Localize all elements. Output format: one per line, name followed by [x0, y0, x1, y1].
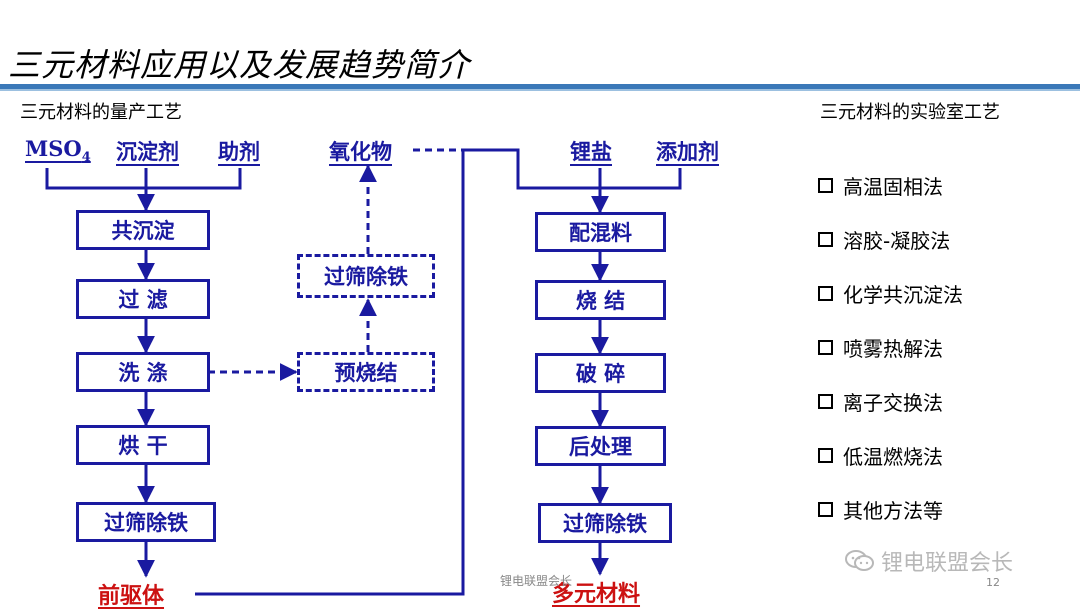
checkbox-icon	[818, 231, 833, 247]
mass-production-heading: 三元材料的量产工艺	[20, 102, 182, 123]
center-watermark: 锂电联盟会长	[500, 574, 573, 588]
lab-method-label: 高温固相法	[843, 174, 943, 199]
step-dry: 烘 干	[76, 425, 210, 465]
list-item: 其他方法等	[818, 482, 963, 536]
side-presinter: 预烧结	[297, 352, 435, 392]
step-sinter: 烧 结	[535, 280, 666, 320]
list-item: 高温固相法	[818, 158, 963, 212]
list-item: 低温燃烧法	[818, 428, 963, 482]
precipitant-input: 沉淀剂	[116, 139, 179, 164]
mso4-input: MSO4	[25, 136, 91, 166]
left-input-bracket	[45, 168, 242, 190]
step-wash: 洗 涤	[76, 352, 210, 392]
checkbox-icon	[818, 339, 833, 355]
lab-method-label: 其他方法等	[843, 498, 943, 523]
additive-input: 添加剂	[656, 139, 719, 164]
checkbox-icon	[818, 285, 833, 301]
step-crush: 破 碎	[535, 353, 666, 393]
side-sieve-iron: 过筛除铁	[297, 254, 435, 298]
lab-method-label: 低温燃烧法	[843, 444, 943, 469]
checkbox-icon	[818, 177, 833, 193]
title-divider	[0, 84, 1080, 89]
lab-method-label: 离子交换法	[843, 390, 943, 415]
lab-process-heading: 三元材料的实验室工艺	[820, 102, 1000, 123]
precursor-to-mixing-line	[195, 148, 682, 596]
step-mixing: 配混料	[535, 212, 666, 252]
wechat-icon	[845, 550, 875, 572]
checkbox-icon	[818, 447, 833, 463]
title-divider-thin	[0, 89, 1080, 91]
page-number: 12	[986, 576, 1000, 589]
oxide-label: 氧化物	[329, 139, 392, 164]
step-coprecipitation: 共沉淀	[76, 210, 210, 250]
lab-methods-list: 高温固相法 溶胶-凝胶法 化学共沉淀法 喷雾热解法 离子交换法 低温燃烧法 其他…	[818, 158, 963, 536]
lab-method-label: 化学共沉淀法	[843, 282, 963, 307]
step-filter: 过 滤	[76, 279, 210, 319]
list-item: 喷雾热解法	[818, 320, 963, 374]
lab-method-label: 溶胶-凝胶法	[843, 228, 951, 253]
auxiliary-input: 助剂	[218, 139, 260, 164]
checkbox-icon	[818, 501, 833, 517]
list-item: 离子交换法	[818, 374, 963, 428]
watermark-text: 锂电联盟会长	[881, 551, 1014, 576]
list-item: 溶胶-凝胶法	[818, 212, 963, 266]
list-item: 化学共沉淀法	[818, 266, 963, 320]
wechat-watermark: 锂电联盟会长	[845, 545, 1013, 577]
product-precursor: 前驱体	[98, 583, 165, 609]
step-postprocess: 后处理	[535, 426, 666, 466]
lab-method-label: 喷雾热解法	[843, 336, 943, 361]
slide-title: 三元材料应用以及发展趋势简介	[8, 46, 471, 84]
step-sieve-iron-left: 过筛除铁	[76, 502, 216, 542]
lithium-salt-input: 锂盐	[570, 139, 612, 164]
checkbox-icon	[818, 393, 833, 409]
product-multi-material: 多元材料	[552, 581, 641, 607]
step-sieve-iron-right: 过筛除铁	[538, 503, 672, 543]
